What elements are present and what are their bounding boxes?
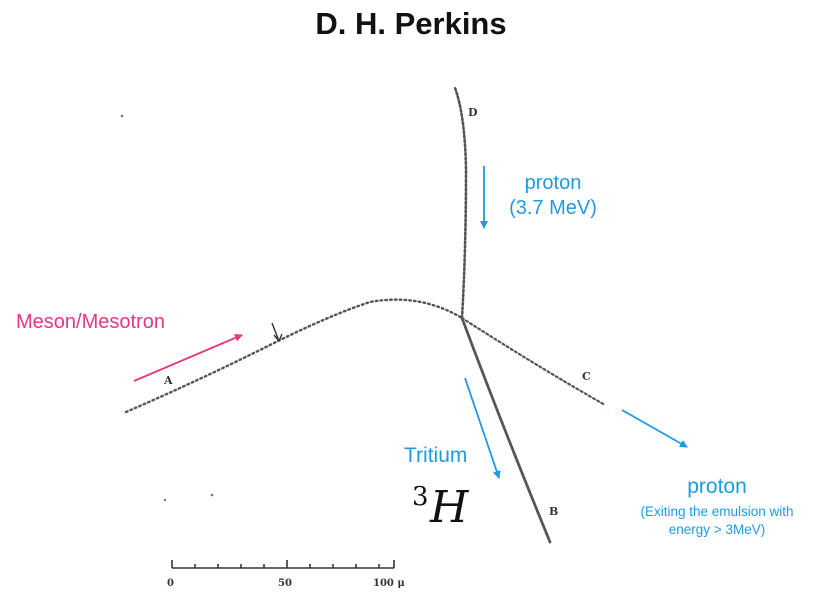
scale-label-50: 50 <box>278 578 292 589</box>
track-b <box>460 316 552 544</box>
emulsion-grains <box>120 114 214 502</box>
page-title: D. H. Perkins <box>315 6 507 41</box>
meson-label: Meson/Mesotron <box>16 311 165 333</box>
scale-label-100: 100 μ <box>373 578 405 589</box>
proton-c-name: proton <box>687 475 747 498</box>
proton-c-label: proton (Exiting the emulsion with energy… <box>614 474 820 539</box>
tritium-symbol: H <box>430 482 469 533</box>
track-label-c: C <box>582 370 591 383</box>
proton-d-energy: (3.7 MeV) <box>509 197 597 219</box>
proton-d-name: proton <box>524 172 582 194</box>
proton-c-note-1: (Exiting the emulsion with <box>640 504 794 519</box>
track-a <box>124 298 464 414</box>
tritium-mass-number: 3 <box>412 482 429 512</box>
track-label-b: B <box>549 505 559 518</box>
track-c <box>460 316 607 407</box>
proton-c-arrow <box>621 409 688 448</box>
track-d <box>453 86 468 320</box>
proton-d-label: proton (3.7 MeV) <box>500 171 606 221</box>
scale-label-0: 0 <box>167 578 174 589</box>
scale-bar <box>171 560 395 569</box>
track-label-a: A <box>164 374 173 387</box>
proton-c-note-2: energy > 3MeV) <box>668 522 766 537</box>
track-marker-arrow <box>271 322 283 342</box>
meson-arrow <box>133 334 243 382</box>
tritium-label: Tritium <box>404 444 468 467</box>
track-label-d: D <box>468 106 478 119</box>
tritium-arrow <box>464 377 501 479</box>
